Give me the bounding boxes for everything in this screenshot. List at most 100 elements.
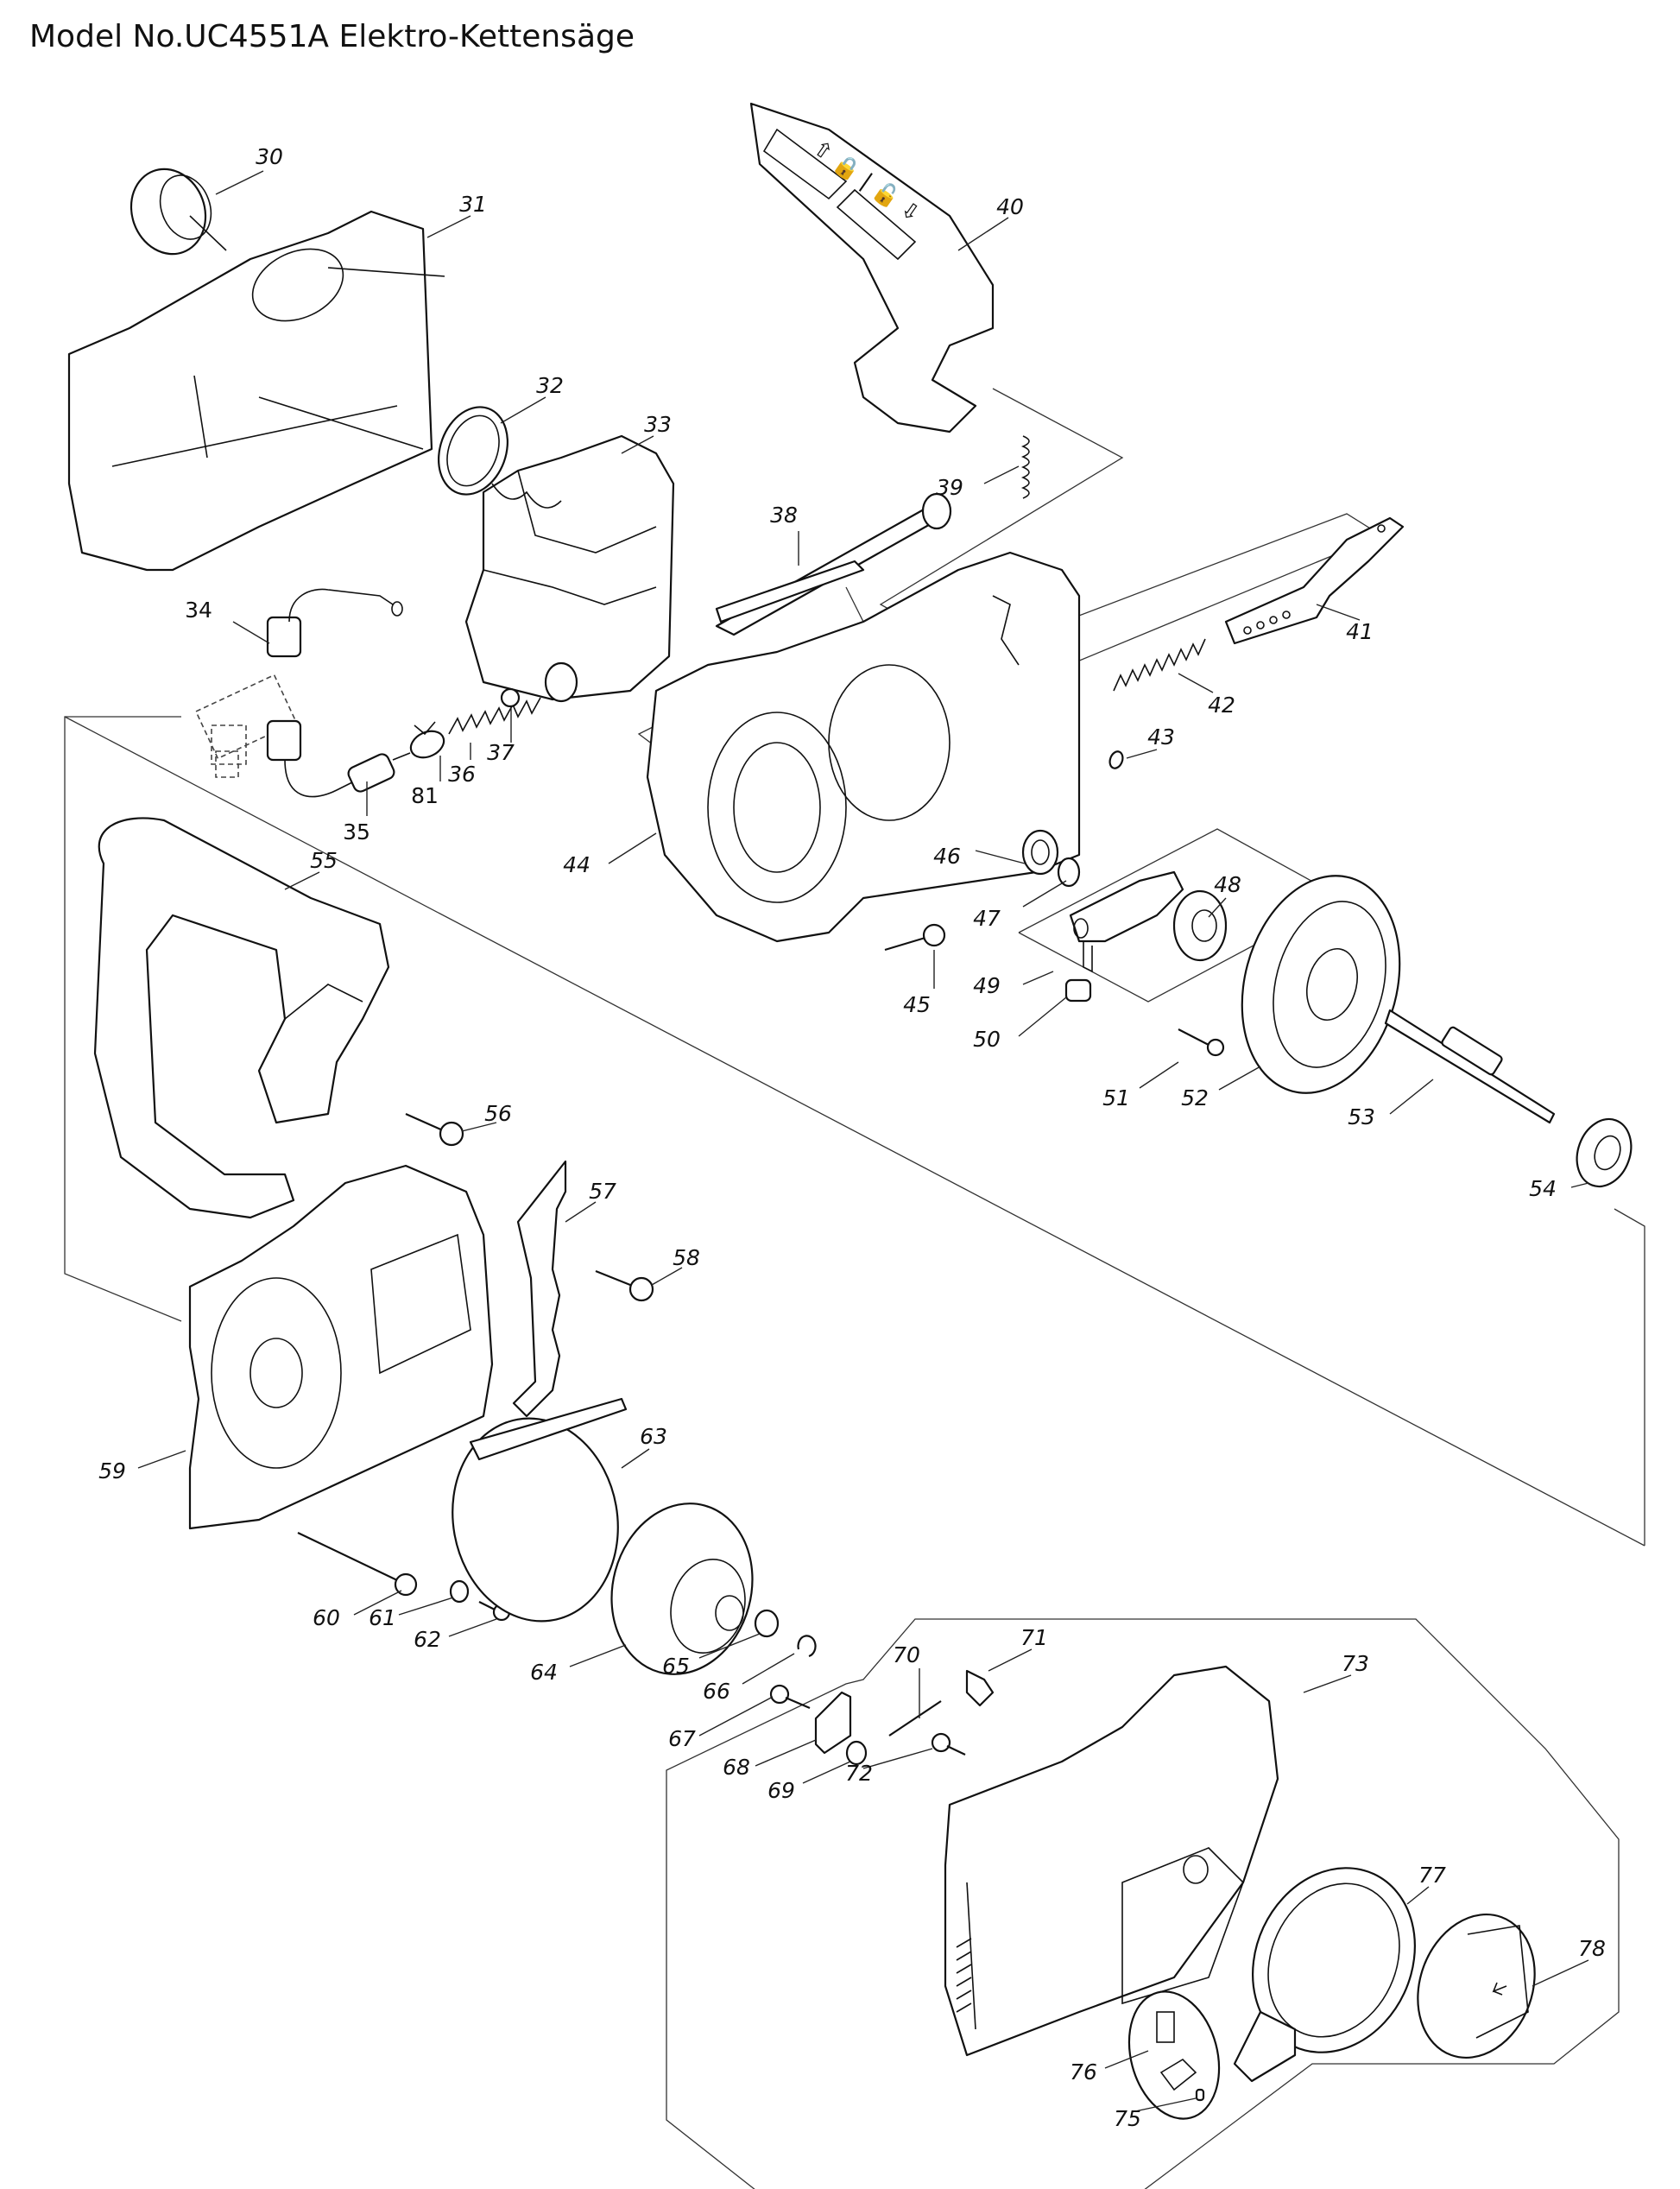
leader-line-31: [426, 215, 471, 238]
leader-line-50: [1018, 996, 1067, 1037]
part-58-drawing: [595, 1269, 654, 1302]
part-31-drawing: [67, 210, 445, 572]
part-callout-47: 47: [973, 880, 1067, 931]
part-number-label: 45: [903, 992, 931, 1017]
part-number-label: 39: [936, 475, 963, 500]
part-number-label: 71: [1020, 1625, 1048, 1650]
part-number-label: 38: [770, 503, 798, 528]
part-39-drawing: [1020, 435, 1030, 499]
part-callout-78: 78: [1532, 1936, 1606, 1987]
part-number-label: 58: [673, 1245, 700, 1270]
leader-line-47: [1022, 880, 1067, 908]
leader-line-62: [448, 1618, 497, 1637]
leader-line-67: [698, 1696, 774, 1737]
part-number-label: 50: [973, 1027, 1001, 1052]
part-number-label: 34: [185, 598, 212, 623]
leader-line-51: [1139, 1061, 1179, 1089]
part-53-drawing: [1384, 1009, 1556, 1124]
leader-line-59: [137, 1450, 186, 1469]
part-number-label: 69: [767, 1778, 795, 1803]
part-number-label: 47: [973, 906, 1001, 931]
leader-line-75: [1134, 2097, 1197, 2112]
leader-line-73: [1303, 1674, 1352, 1693]
part-number-label: 37: [487, 740, 515, 765]
part-callout-42: 42: [1178, 673, 1235, 718]
part-callout-37: 37: [487, 708, 515, 765]
part-54-drawing: [1576, 1117, 1633, 1188]
part-49-drawing: [1069, 870, 1184, 973]
leader-line-49: [1022, 971, 1054, 985]
part-number-label: 72: [845, 1761, 873, 1786]
part-60-drawing: [297, 1532, 418, 1597]
part-callout-55: 55: [284, 848, 338, 890]
leader-line-52: [1218, 1066, 1261, 1091]
leader-line-34: [232, 621, 270, 644]
part-callout-58: 58: [651, 1245, 700, 1286]
part-number-label: 76: [1070, 2059, 1097, 2085]
guide-line-right-54: [1614, 1208, 1645, 1546]
part-number-label: 54: [1529, 1176, 1557, 1201]
part-number-label: 46: [933, 844, 961, 869]
part-81-drawing: [409, 721, 445, 759]
part-number-label: 61: [369, 1605, 396, 1630]
part-number-label: 66: [703, 1679, 730, 1704]
part-callout-69: 69: [767, 1761, 851, 1803]
part-56-drawing: [405, 1112, 464, 1147]
part-35-drawing: [266, 719, 411, 798]
part-number-label: 40: [996, 194, 1024, 219]
leader-line-65: [698, 1633, 761, 1659]
leader-line-78: [1532, 1959, 1589, 1987]
guide-line-diagonal-main: [64, 716, 1645, 1547]
part-labels: 3031323334353637383940414243444546474849…: [98, 144, 1606, 2131]
part-number-label: 59: [98, 1458, 126, 1484]
part-number-label: 67: [668, 1726, 696, 1751]
part-57-drawing: [512, 1160, 567, 1418]
leader-line-68: [755, 1739, 817, 1767]
part-51-drawing: [1178, 1028, 1225, 1057]
part-67-drawing: [769, 1684, 811, 1710]
part-76-drawing: [1127, 1990, 1221, 2120]
leader-line-43: [1126, 749, 1158, 759]
part-52-drawing: [1241, 875, 1401, 1094]
part-59-drawing: [188, 1164, 494, 1530]
part-callout-76: 76: [1070, 2050, 1149, 2085]
part-callout-38: 38: [770, 503, 799, 566]
part-number-label: 68: [723, 1755, 750, 1780]
leader-line-40: [957, 217, 1009, 251]
leader-line-42: [1178, 673, 1214, 693]
part-33-drawing: [464, 434, 675, 703]
part-34-drawing: [266, 588, 403, 658]
leader-line-76: [1104, 2050, 1149, 2069]
part-number-label: 43: [1147, 724, 1175, 750]
part-callout-72: 72: [845, 1748, 933, 1786]
part-number-label: 31: [459, 192, 487, 217]
part-number-label: 70: [893, 1642, 920, 1667]
part-72-drawing: [931, 1732, 966, 1756]
part-40-drawing: ⇧ 🔒 | 🔓 ⇩: [749, 102, 995, 433]
part-callout-70: 70: [893, 1642, 920, 1718]
leader-line-71: [988, 1648, 1033, 1672]
part-number-label: 52: [1181, 1085, 1209, 1110]
guide-line-left-frame: [64, 716, 182, 1322]
part-47-drawing: [1057, 857, 1081, 888]
part-callout-45: 45: [903, 950, 935, 1017]
part-number-label: 56: [484, 1101, 512, 1126]
leader-line-60: [353, 1590, 402, 1616]
vent-slots-icon: [956, 1938, 972, 2013]
part-number-label: 30: [256, 144, 283, 169]
part-callout-39: 39: [936, 465, 1020, 500]
leader-line-48: [1208, 897, 1227, 918]
part-callout-41: 41: [1316, 604, 1374, 644]
leader-line-30: [215, 170, 264, 195]
leader-line-54: [1570, 1182, 1589, 1188]
leader-line-63: [621, 1448, 650, 1469]
part-number-label: 81: [411, 783, 439, 808]
part-callout-35: 35: [343, 781, 370, 845]
leader-line-56: [461, 1122, 497, 1132]
part-69-drawing: [845, 1740, 868, 1766]
leader-line-77: [1406, 1886, 1430, 1905]
part-32-drawing: [438, 406, 508, 496]
part-30-drawing: [129, 168, 227, 256]
part-callout-50: 50: [973, 996, 1067, 1052]
part-callout-44: 44: [563, 832, 657, 877]
